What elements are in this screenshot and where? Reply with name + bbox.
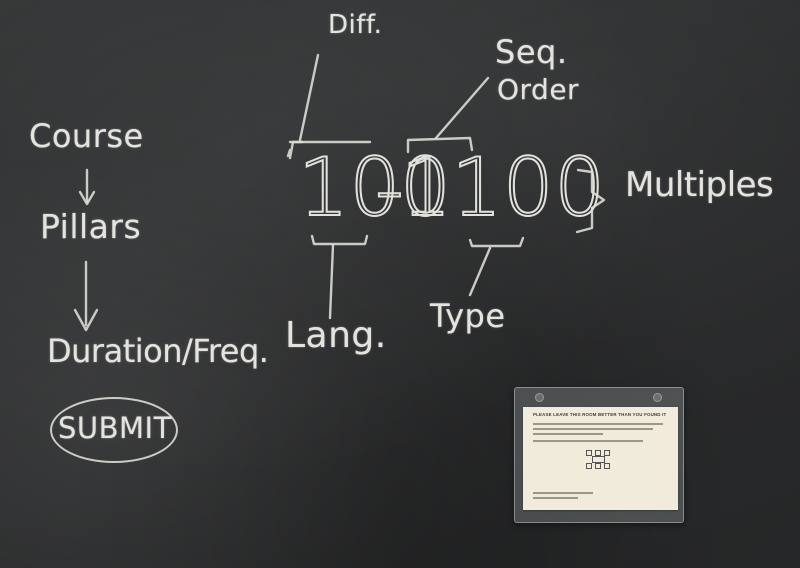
- code-dash: -: [374, 143, 405, 236]
- pin-icon: [535, 393, 544, 402]
- arrow-head-course-pillars: [78, 190, 96, 206]
- lang-bracket: [310, 234, 369, 246]
- pillars-label: Pillars: [40, 207, 142, 246]
- notice-text-line: [533, 433, 603, 435]
- code-part-course-number: 101: [297, 141, 453, 234]
- lang-pointer-line: [328, 243, 335, 320]
- notice-text-line: [533, 497, 578, 499]
- right-brace-icon: [575, 168, 606, 234]
- type-label: Type: [430, 297, 506, 335]
- course-label: Course: [29, 117, 144, 155]
- diff-label: Diff.: [328, 10, 383, 40]
- notice-paper: PLEASE LEAVE THIS ROOM BETTER THAN YOU F…: [523, 407, 678, 510]
- submit-oval-outline: [50, 397, 178, 463]
- seq-bracket-top: [406, 136, 474, 154]
- code-part-section-number: 0100: [399, 141, 606, 234]
- diff-pointer-line: [298, 53, 320, 142]
- notice-title: PLEASE LEAVE THIS ROOM BETTER THAN YOU F…: [533, 412, 667, 417]
- duration-label: Duration/Freq.: [47, 332, 269, 370]
- notice-text-line: [533, 423, 663, 425]
- notice-text-line: [533, 440, 643, 442]
- arrow-head-pillars-duration: [73, 308, 99, 332]
- type-pointer-line: [468, 246, 492, 297]
- seating-table-icon: [586, 450, 610, 469]
- notice-text-line: [533, 492, 593, 494]
- multiples-label: Multiples: [625, 165, 774, 205]
- type-bracket: [468, 236, 525, 248]
- pin-icon: [653, 393, 662, 402]
- submit-label: SUBMIT: [58, 411, 172, 445]
- notice-plastic-sleeve: PLEASE LEAVE THIS ROOM BETTER THAN YOU F…: [514, 387, 684, 523]
- lang-label: Lang.: [285, 315, 387, 356]
- seq-label-line2: Order: [497, 73, 580, 106]
- seq-pointer-line: [434, 76, 490, 140]
- notice-text-line: [533, 428, 653, 430]
- seq-label-line1: Seq.: [495, 33, 568, 71]
